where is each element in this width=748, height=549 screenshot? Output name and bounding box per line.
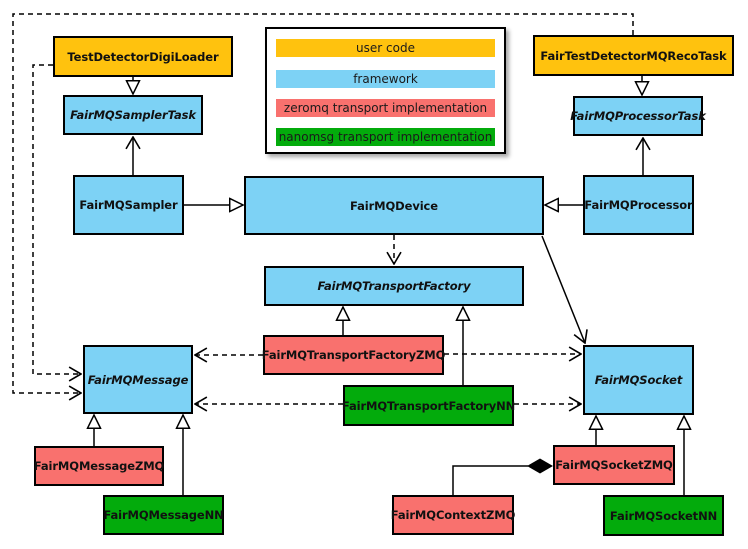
legend-item-nanomsg: nanomsg transport implementation <box>276 128 495 146</box>
composition-diamond-icon <box>527 458 553 474</box>
edge-digiloader-message <box>32 64 81 374</box>
node-fairmqprocessortask: FairMQProcessorTask <box>570 96 706 136</box>
edge-device-socket <box>541 235 585 343</box>
legend: user code framework zeromq transport imp… <box>265 27 506 154</box>
edge-contextzmq-socketzmq <box>452 465 528 495</box>
node-fairmqprocessor: FairMQProcessor <box>583 175 694 235</box>
node-fairmqcontextzmq: FairMQContextZMQ <box>391 495 515 535</box>
node-fairtestdetectormqrecotask: FairTestDetectorMQRecoTask <box>533 35 734 76</box>
node-testdetectordigiloader: TestDetectorDigiLoader <box>53 36 233 77</box>
node-fairmqsamplertask: FairMQSamplerTask <box>63 95 203 135</box>
node-fairmqsocket: FairMQSocket <box>583 345 694 415</box>
node-fairmqtransportfactoryzmq: FairMQTransportFactoryZMQ <box>262 335 445 375</box>
node-fairmqtransportfactory: FairMQTransportFactory <box>264 266 524 306</box>
node-fairmqmessage: FairMQMessage <box>83 345 193 414</box>
node-fairmqmessagenn: FairMQMessageNN <box>103 495 224 535</box>
node-fairmqsocketzmq: FairMQSocketZMQ <box>553 445 675 485</box>
node-fairmqsampler: FairMQSampler <box>73 175 184 235</box>
legend-item-zeromq: zeromq transport implementation <box>276 99 495 117</box>
node-fairmqmessagezmq: FairMQMessageZMQ <box>34 446 164 486</box>
node-fairmqtransportfactorynn: FairMQTransportFactoryNN <box>342 385 515 426</box>
legend-item-framework: framework <box>276 70 495 88</box>
legend-item-user-code: user code <box>276 39 495 57</box>
node-fairmqdevice: FairMQDevice <box>244 176 544 235</box>
node-fairmqsocketnn: FairMQSocketNN <box>603 495 724 536</box>
edge-recotask-message <box>12 13 634 393</box>
